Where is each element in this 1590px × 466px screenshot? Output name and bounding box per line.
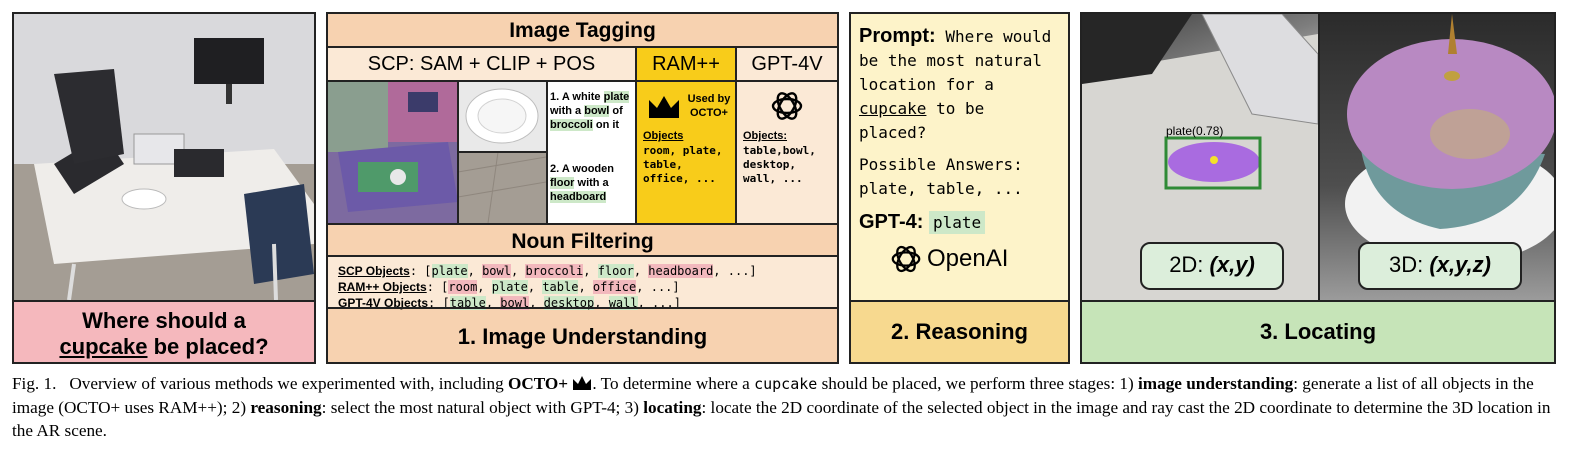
question-line1: Where should a <box>82 308 246 333</box>
plate-crop <box>458 82 546 152</box>
crown-icon <box>649 96 679 118</box>
noun-item: headboard <box>648 264 714 278</box>
locating-label: 3. Locating <box>1082 300 1554 362</box>
gpt4-answer: plate <box>929 211 986 234</box>
noun-row: RAM++ Objects: [room, plate, table, offi… <box>338 280 680 294</box>
coord-3d-value: (x,y,z) <box>1429 252 1491 277</box>
noun-item: plate <box>431 264 468 278</box>
noun-item: plate <box>491 280 528 294</box>
prompt-text-b: to be placed? <box>859 99 985 142</box>
used-by-octo: Used by OCTO+ <box>687 93 731 119</box>
noun-item: room <box>448 280 478 294</box>
noun-item: bowl <box>500 296 530 310</box>
noun-row: SCP Objects: [plate, bowl, broccoli, flo… <box>338 264 757 278</box>
image-understanding-panel: Image Tagging SCP: SAM + CLIP + POS RAM+… <box>326 12 839 364</box>
ram-output: Used by OCTO+ Objects room, plate, table… <box>637 82 737 223</box>
prompt-text-a: Where would be the most natural location… <box>859 27 1052 94</box>
gpt4-label: GPT-4: <box>859 211 924 233</box>
question-cupcake: cupcake <box>59 334 148 359</box>
scp-caption-1: 1. A white plate with a bowl of broccoli… <box>550 91 630 131</box>
openai-logo-icon <box>771 92 803 120</box>
noun-row-label: SCP Objects <box>338 264 410 278</box>
image-tagging-title: Image Tagging <box>328 14 837 48</box>
gpt4v-output: Objects: table,bowl, desktop, wall, ... <box>737 82 837 223</box>
room-photo-illustration <box>14 14 314 301</box>
ram-objects: room, plate, table, office, ... <box>643 144 723 185</box>
question-line2: cupcake be placed? <box>14 334 314 360</box>
noun-item: table <box>542 280 579 294</box>
answers-label: Possible Answers: <box>859 155 1023 174</box>
reasoning-body: Prompt: Where would be the most natural … <box>851 14 1068 300</box>
coord-2d-prefix: 2D: <box>1169 252 1210 277</box>
locating-panel: plate(0.78) 2D: (x,y) 3D: (x,y,z) 3. Loc… <box>1080 12 1556 364</box>
noun-item: floor <box>597 264 634 278</box>
coord-3d-prefix: 3D: <box>1389 252 1430 277</box>
reasoning-panel: Prompt: Where would be the most natural … <box>849 12 1070 364</box>
floor-crop <box>458 152 546 223</box>
noun-filter-list: SCP Objects: [plate, bowl, broccoli, flo… <box>328 257 837 310</box>
noun-item: bowl <box>482 264 511 278</box>
noun-item: broccoli <box>525 264 584 278</box>
method-headers: SCP: SAM + CLIP + POS RAM++ GPT-4V <box>328 48 837 82</box>
question-caption: Where should a cupcake be placed? <box>14 300 314 362</box>
caption-code-cupcake: cupcake <box>754 375 818 393</box>
octo-plus: OCTO+ <box>507 374 569 393</box>
gpt4v-header: GPT-4V <box>737 48 837 80</box>
answers-block: Possible Answers: plate, table, ... <box>859 153 1060 201</box>
gpt4v-objects-label: Objects: <box>743 130 788 142</box>
image-understanding-label: 1. Image Understanding <box>328 307 837 362</box>
ar-render-image: 3D: (x,y,z) <box>1320 14 1554 300</box>
gpt4-answer-row: GPT-4: plate <box>859 211 1060 234</box>
coord-3d-box: 3D: (x,y,z) <box>1358 242 1522 290</box>
crown-icon <box>573 376 592 390</box>
prompt-cupcake: cupcake <box>859 99 927 118</box>
reasoning-label: 2. Reasoning <box>851 300 1068 362</box>
fig-number: Fig. 1. <box>12 374 57 393</box>
coord-2d-box: 2D: (x,y) <box>1140 242 1284 290</box>
scp-header: SCP: SAM + CLIP + POS <box>328 48 637 80</box>
ram-header: RAM++ <box>637 48 737 80</box>
noun-item: table <box>449 296 486 310</box>
noun-row: GPT-4V Objects: [table, bowl, desktop, w… <box>338 296 681 310</box>
input-image-panel: Where should a cupcake be placed? <box>12 12 316 364</box>
openai-wordmark: OpenAI <box>927 245 1009 272</box>
noun-row-label: GPT-4V Objects <box>338 296 429 310</box>
detection-illustration <box>1082 14 1319 300</box>
noun-row-label: RAM++ Objects <box>338 280 427 294</box>
openai-logo-icon <box>891 245 921 273</box>
scp-output: 1. A white plate with a bowl of broccoli… <box>328 82 637 223</box>
detection-label: plate(0.78) <box>1166 124 1224 138</box>
noun-filtering-title: Noun Filtering <box>328 223 837 257</box>
gpt4v-objects: table,bowl, desktop, wall, ... <box>743 144 816 185</box>
segmentation-image <box>328 82 458 223</box>
room-photo <box>14 14 314 301</box>
noun-item: wall <box>608 296 638 310</box>
answers-list: plate, table, ... <box>859 179 1023 198</box>
detection-image: plate(0.78) 2D: (x,y) <box>1082 14 1320 300</box>
noun-item: office <box>592 280 637 294</box>
cupcake-render <box>1345 14 1554 264</box>
scp-caption-2: 2. A wooden floor with a headboard <box>550 163 614 203</box>
prompt-block: Prompt: Where would be the most natural … <box>859 24 1060 145</box>
question-rest: be placed? <box>147 334 269 359</box>
ram-objects-label: Objects <box>643 130 684 142</box>
figure-caption: Fig. 1. Overview of various methods we e… <box>12 374 1551 440</box>
openai-brand: OpenAI <box>889 242 1060 276</box>
coord-2d-value: (x,y) <box>1209 252 1255 277</box>
noun-item: desktop <box>543 296 595 310</box>
prompt-label: Prompt: <box>859 25 936 47</box>
